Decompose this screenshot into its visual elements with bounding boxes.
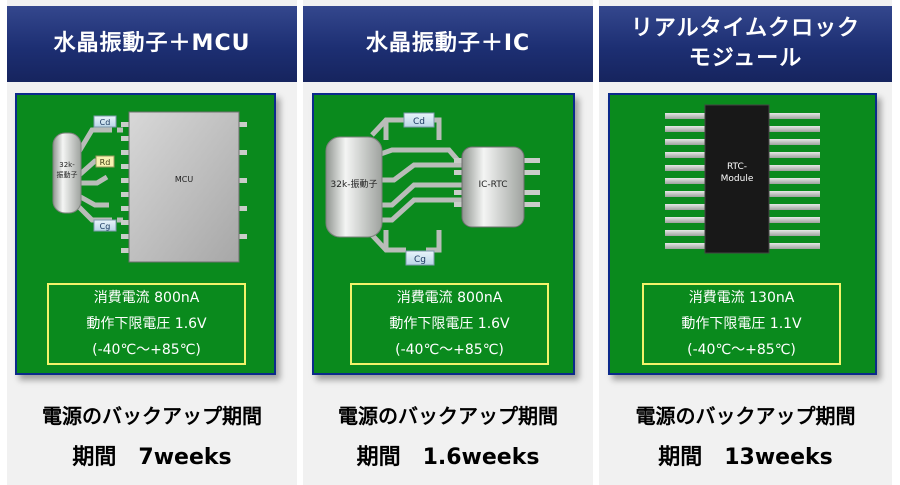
board-crystal-mcu: MCU 32k- 振動子 Cd Rd Cg 消費電流 800nA 動作下限電圧 … <box>15 93 276 375</box>
spec-box: 消費電流 130nA 動作下限電圧 1.1V (-40℃～+85℃) <box>642 283 841 365</box>
header-rtc-module: リアルタイムクロック モジュール <box>599 6 892 82</box>
temperature-range: (-40℃～+85℃) <box>395 342 504 358</box>
header-label: 水晶振動子＋MCU <box>53 31 251 56</box>
header-crystal-ic: 水晶振動子＋IC <box>303 6 593 82</box>
temperature-range: (-40℃～+85℃) <box>92 342 201 358</box>
min-operating-voltage: 動作下限電圧 1.6V <box>389 316 510 332</box>
rd-label: Rd <box>100 158 111 167</box>
crystal-label-line2: 振動子 <box>57 170 78 179</box>
mcu-label: MCU <box>175 175 193 184</box>
current-consumption: 消費電流 800nA <box>93 290 200 306</box>
backup-title: 電源のバックアップ期間 <box>635 404 856 428</box>
min-operating-voltage: 動作下限電圧 1.1V <box>681 316 802 332</box>
rd-resistor <box>95 155 115 168</box>
current-consumption: 消費電流 800nA <box>396 290 503 306</box>
cd-label: Cd <box>100 118 111 127</box>
crystal-label-line1: 32k- <box>59 161 75 169</box>
rtc-module-label-line2: Module <box>721 174 754 184</box>
header-crystal-mcu: 水晶振動子＋MCU <box>7 6 297 82</box>
ic-rtc-chip <box>461 146 525 228</box>
current-consumption: 消費電流 130nA <box>688 290 795 306</box>
header-label: 水晶振動子＋IC <box>365 31 531 56</box>
spec-box: 消費電流 800nA 動作下限電圧 1.6V (-40℃～+85℃) <box>350 283 549 365</box>
cg-capacitor <box>93 219 117 232</box>
crystal-oscillator <box>325 136 383 238</box>
cg-label: Cg <box>100 222 111 231</box>
circuit-traces <box>370 117 464 253</box>
cg-capacitor <box>405 250 435 266</box>
crystal-oscillator <box>52 132 82 214</box>
backup-period: 期間 1.6weeks <box>356 445 540 470</box>
board-circuit-diagram: MCU 32k- 振動子 Cd Rd Cg <box>52 111 247 263</box>
min-operating-voltage: 動作下限電圧 1.6V <box>86 316 207 332</box>
ic-rtc-label: IC-RTC <box>478 180 507 190</box>
temperature-range: (-40℃～+85℃) <box>687 342 796 358</box>
backup-period: 期間 13weeks <box>658 445 833 470</box>
header-label: リアルタイムクロック モジュール <box>630 16 861 71</box>
cd-capacitor <box>93 115 117 128</box>
board-rtc-module: RTC- Module 消費電流 130nA 動作下限電圧 1.1V (-40℃… <box>608 93 877 375</box>
spec-box: 消費電流 800nA 動作下限電圧 1.6V (-40℃～+85℃) <box>47 283 246 365</box>
backup-period: 期間 7weeks <box>72 445 232 470</box>
module-pins <box>665 113 820 249</box>
board-crystal-ic: IC-RTC 32k-振動子 Cd Cg 消費電流 800nA 動作下限電圧 1… <box>312 93 575 375</box>
backup-title: 電源のバックアップ期間 <box>338 404 558 428</box>
mcu-chip <box>128 111 240 263</box>
ic-pins <box>454 158 540 207</box>
circuit-traces <box>74 127 123 223</box>
rtc-module-chip <box>704 104 770 254</box>
mcu-pins <box>121 122 247 253</box>
crystal-label: 32k-振動子 <box>331 178 378 190</box>
cd-capacitor <box>403 112 435 128</box>
backup-title: 電源のバックアップ期間 <box>42 404 262 428</box>
board-circuit-diagram: RTC- Module <box>665 104 820 254</box>
cg-label: Cg <box>414 255 426 265</box>
rtc-module-label-line1: RTC- <box>727 162 747 172</box>
cd-label: Cd <box>413 117 425 127</box>
board-circuit-diagram: IC-RTC 32k-振動子 Cd Cg <box>325 112 540 266</box>
